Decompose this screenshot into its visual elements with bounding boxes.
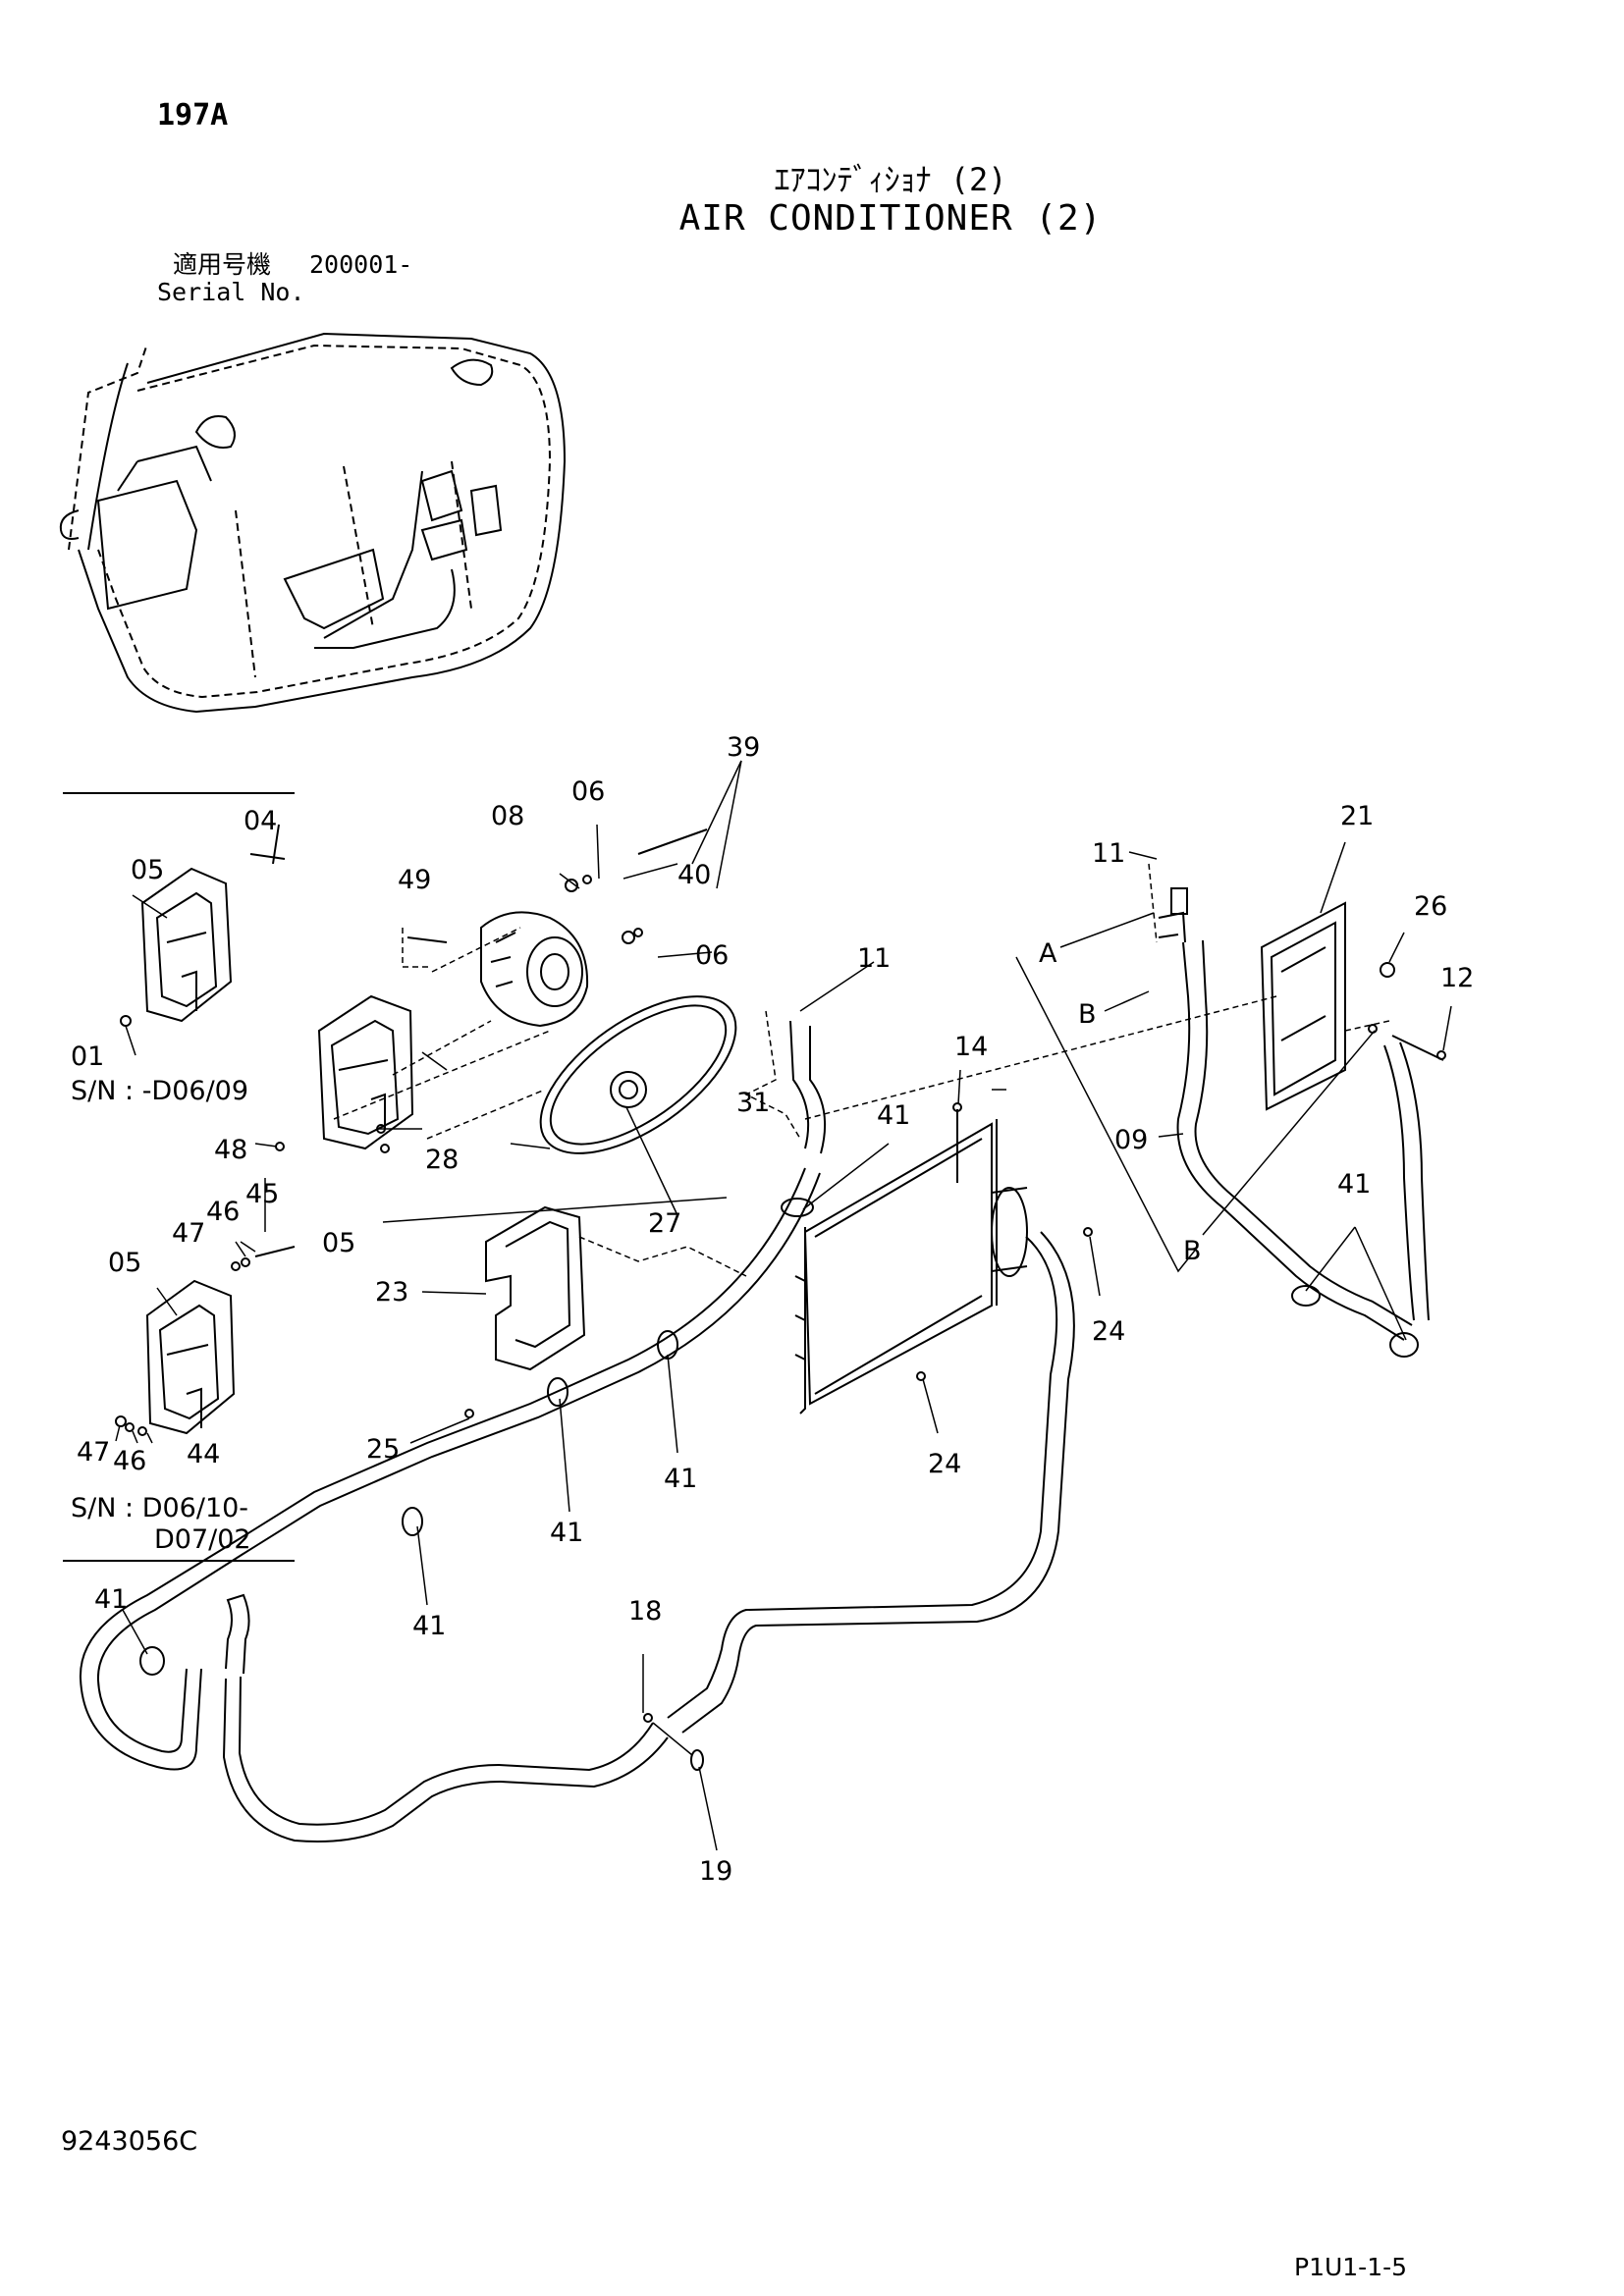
callout-41: 41	[877, 1100, 910, 1131]
callout-01: 01	[71, 1041, 104, 1072]
callout-49: 49	[398, 865, 431, 895]
callout-09: 09	[1114, 1125, 1148, 1155]
callout-31: 31	[736, 1088, 770, 1118]
belt-cover-variant-1	[120, 824, 286, 1027]
callout-B: B	[1183, 1236, 1202, 1266]
evaporator-unit	[1260, 901, 1446, 1111]
callout-11: 11	[1092, 838, 1125, 869]
page-id: 197A	[157, 98, 229, 133]
leader-lines	[333, 863, 1390, 1277]
compressor-assembly	[275, 828, 737, 1154]
serial-value: 200001-	[309, 250, 413, 279]
callout-47: 47	[172, 1218, 205, 1249]
callout-04: 04	[244, 806, 277, 836]
callout-40: 40	[677, 860, 711, 890]
callout-24: 24	[928, 1449, 961, 1479]
callout-06: 06	[571, 776, 605, 807]
callout-08: 08	[491, 801, 524, 831]
callout-28: 28	[425, 1145, 459, 1175]
serial-note-1: S/N : -D06/09	[71, 1076, 248, 1106]
callout-48: 48	[214, 1135, 247, 1165]
callout-39: 39	[727, 732, 760, 763]
callout-leaders	[115, 760, 1452, 1851]
serial-label-jp: 適用号機	[173, 250, 272, 279]
callout-46: 46	[206, 1197, 240, 1227]
callout-21: 21	[1340, 801, 1374, 831]
callout-06: 06	[695, 940, 729, 971]
callout-05: 05	[108, 1248, 141, 1278]
callout-41: 41	[412, 1611, 446, 1641]
callout-labels: 04 05 01 S/N : -D06/09 49 08 06 39 40 06…	[71, 732, 1474, 1887]
callout-A: A	[1039, 938, 1057, 969]
duct-panel	[464, 1205, 586, 1418]
callout-27: 27	[648, 1208, 681, 1239]
callout-B: B	[1078, 999, 1097, 1030]
condenser	[794, 1102, 1093, 1415]
belt-cover-variant-2	[115, 1246, 296, 1436]
callout-45: 45	[245, 1179, 279, 1209]
drawing-number: 9243056C	[61, 2126, 198, 2157]
callout-05: 05	[322, 1228, 355, 1258]
callout-23: 23	[375, 1277, 408, 1308]
serial-note-2: S/N : D06/10-	[71, 1493, 248, 1523]
callout-44: 44	[187, 1439, 220, 1469]
callout-41: 41	[664, 1464, 697, 1494]
title-japanese: ｴｱｺﾝﾃﾞｨｼｮﾅ (2)	[774, 161, 1007, 198]
callout-46: 46	[113, 1446, 146, 1476]
callout-24: 24	[1092, 1316, 1125, 1347]
refrigerant-hoses	[79, 887, 1430, 1842]
page-title: AIR CONDITIONER (2)	[678, 198, 1103, 239]
callout-47: 47	[77, 1437, 110, 1468]
callout-26: 26	[1414, 891, 1447, 922]
page-reference: P1U1-1-5	[1294, 2253, 1408, 2281]
callout-25: 25	[366, 1434, 400, 1465]
serial-note-2-end: D07/02	[154, 1524, 251, 1555]
callout-05: 05	[131, 855, 164, 885]
callout-19: 19	[699, 1856, 732, 1887]
callout-18: 18	[628, 1596, 662, 1627]
callout-14: 14	[954, 1032, 988, 1062]
machine-overview	[59, 332, 567, 714]
callout-11: 11	[857, 943, 891, 974]
callout-12: 12	[1440, 963, 1474, 993]
callout-41: 41	[550, 1518, 583, 1548]
callout-41: 41	[1337, 1169, 1371, 1200]
serial-label-en: Serial No.	[157, 278, 305, 306]
callout-41: 41	[94, 1584, 128, 1615]
